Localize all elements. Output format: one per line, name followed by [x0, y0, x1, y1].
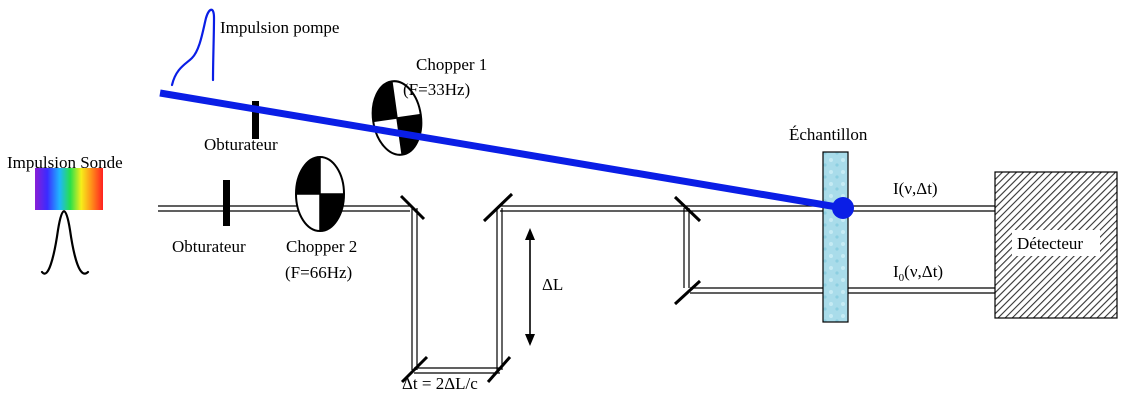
beamsplitter [673, 195, 702, 223]
probe-beam [158, 205, 995, 374]
pump-beam [159, 89, 844, 212]
mirror-1 [399, 194, 426, 221]
pump-pulse-icon [170, 8, 216, 87]
signal-bottom-sub: 0 [899, 272, 905, 284]
signal-bottom-rest: (ν,Δt) [904, 262, 943, 281]
probe-spectrum-icon [35, 168, 103, 210]
sample-cell [822, 151, 849, 323]
shutter-probe [223, 180, 230, 226]
signal-bottom-i: I [893, 262, 899, 281]
label-detector: Détecteur [1017, 234, 1083, 253]
label-chopper1-freq: (F=33Hz) [403, 80, 470, 99]
label-shutter-pump: Obturateur [204, 135, 278, 154]
probe-pulse-icon [40, 210, 90, 275]
mirror-2 [400, 355, 429, 384]
mirror-3 [486, 356, 512, 383]
label-chopper2-freq: (F=66Hz) [285, 263, 352, 282]
label-shutter-probe: Obturateur [172, 237, 246, 256]
chopper-1 [371, 80, 423, 156]
label-probe-pulse: Impulsion Sonde [7, 153, 123, 172]
pump-probe-overlap-spot [832, 197, 854, 219]
label-pump-pulse: Impulsion pompe [220, 18, 339, 37]
label-chopper2-name: Chopper 2 [286, 237, 357, 256]
delta-l-arrow [525, 228, 535, 346]
chopper-2 [295, 156, 345, 232]
label-signal-bottom: I0(ν,Δt) [893, 262, 943, 284]
mirror-5 [673, 279, 702, 306]
label-chopper1-name: Chopper 1 [416, 55, 487, 74]
label-delta-t: Δt = 2ΔL/c [402, 374, 478, 391]
shutter-pump [252, 101, 259, 139]
detector-label-bg [1012, 230, 1100, 256]
mirrors [399, 192, 702, 384]
label-sample: Échantillon [789, 125, 868, 144]
label-delta-l: ΔL [542, 275, 563, 294]
mirror-4 [482, 192, 514, 223]
label-signal-top: I(ν,Δt) [893, 179, 938, 198]
